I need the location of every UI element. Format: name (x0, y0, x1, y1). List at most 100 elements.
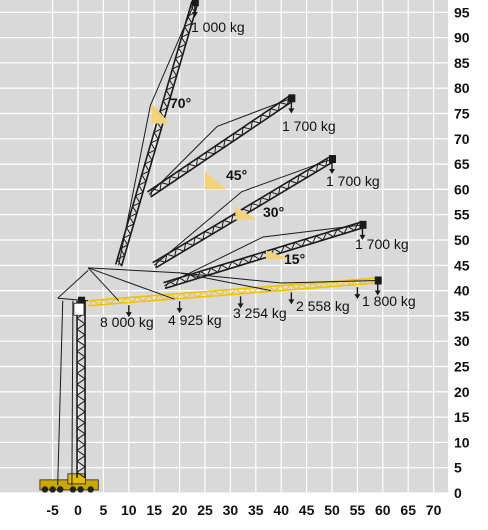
tip-load-label: 1 000 kg (191, 19, 245, 35)
main-jib-stay-2 (179, 272, 272, 292)
y-tick-label: 15 (454, 409, 470, 425)
counter-jib (57, 297, 89, 302)
carrier-wheel (57, 486, 64, 493)
x-tick-label: 70 (426, 502, 442, 518)
y-tick-label: 70 (454, 131, 470, 147)
carrier-wheel (87, 486, 94, 493)
jib-lacing (150, 96, 290, 198)
jib-chord-lower (146, 95, 291, 193)
y-tick-label: 10 (454, 434, 470, 450)
x-tick-label: 0 (74, 502, 82, 518)
y-tick-label: 45 (454, 257, 470, 273)
y-tick-label: 25 (454, 359, 470, 375)
jib-lacing (76, 301, 86, 479)
angle-marker (151, 103, 170, 124)
x-tick-label: 35 (248, 502, 264, 518)
hook-block (359, 234, 366, 240)
trolley-hook (354, 294, 361, 300)
jib-tip-head (374, 276, 382, 285)
hook-block (288, 108, 295, 114)
jib-tip-head (78, 296, 86, 305)
tip-load-label: 1 700 kg (282, 118, 336, 134)
jib-tip-head (329, 155, 336, 164)
y-tick-label: 85 (454, 55, 470, 71)
x-tick-label: 45 (299, 502, 315, 518)
tip-load-label: 1 700 kg (326, 173, 380, 189)
trolley-hook (237, 303, 244, 309)
tip-load-label: 1 700 kg (355, 236, 409, 252)
hook-block (191, 12, 198, 18)
stay-rope-right (71, 300, 74, 486)
main-jib-stay-3 (87, 267, 120, 302)
jib-tip-head (288, 94, 296, 103)
x-tick-label: 15 (146, 502, 162, 518)
angle-label: 45° (226, 167, 247, 183)
x-tick-label: 60 (375, 502, 391, 518)
radius-load-label: 2 558 kg (296, 298, 350, 314)
radius-load-label: 8 000 kg (100, 314, 154, 330)
counter-jib-stay (57, 269, 89, 299)
angle-markers (151, 103, 292, 260)
hook-block (329, 169, 335, 175)
jib-tip-head (359, 220, 367, 229)
y-tick-label: 40 (454, 283, 470, 299)
y-tick-label: 35 (454, 308, 470, 324)
carrier-wheel (69, 486, 77, 493)
angle-label: 30° (263, 204, 284, 220)
y-tick-label: 75 (454, 106, 470, 122)
jib-tie-rope (153, 158, 333, 266)
plot-background (0, 0, 448, 493)
y-tick-label: 5 (454, 460, 462, 476)
jib-chord-lower (152, 155, 331, 264)
main-jib-top-rope (88, 267, 378, 284)
y-tick-label: 90 (454, 30, 470, 46)
y-tick-label: 30 (454, 333, 470, 349)
tip-load-label: 1 800 kg (362, 293, 416, 309)
load-labels: 70° 45° 30° 15° 1 000 kg 1 700 kg 1 700 kg 1 70… (100, 19, 416, 330)
angle-label: 15° (284, 251, 305, 267)
jib-chord-lower (163, 221, 362, 284)
jib-tip-head (191, 0, 199, 7)
y-tick-label: 95 (454, 4, 470, 20)
crane-structure (39, 269, 99, 493)
y-tick-label: 65 (454, 156, 470, 172)
operator-cab (73, 302, 85, 316)
x-tick-label: 10 (121, 502, 137, 518)
x-tick-label: 20 (172, 502, 188, 518)
y-tick-label: 80 (454, 80, 470, 96)
hook-block (374, 290, 381, 296)
jib-luffed (146, 94, 296, 198)
jib-chord-upper (120, 2, 199, 267)
jib-tie-rope (118, 1, 196, 266)
jib-tie-rope (148, 97, 292, 195)
jib-chord-upper (165, 226, 364, 290)
angle-marker (235, 206, 258, 220)
radius-load-label: 3 254 kg (233, 305, 287, 321)
carrier-wheel (41, 486, 49, 493)
x-tick-label: 50 (324, 502, 340, 518)
angle-label: 70° (170, 95, 191, 111)
radius-load-label: 4 925 kg (168, 312, 222, 328)
trolley-hook (288, 299, 295, 305)
jib-configurations (87, 0, 382, 318)
x-tick-label: -5 (46, 502, 59, 518)
trolley-hook (125, 312, 132, 318)
tower-mast (76, 296, 86, 479)
main-jib-stay-1 (87, 267, 175, 300)
x-tick-label: 25 (197, 502, 213, 518)
x-tick-label: 30 (223, 502, 239, 518)
angle-marker (205, 171, 227, 190)
x-tick-label: 40 (273, 502, 289, 518)
x-tick-label: 55 (350, 502, 366, 518)
y-tick-label: 50 (454, 232, 470, 248)
y-tick-label: 0 (454, 485, 462, 501)
stay-rope-left (57, 300, 64, 486)
jib-tie-rope (164, 224, 363, 286)
y-tick-label: 20 (454, 384, 470, 400)
y-tick-label: 60 (454, 181, 470, 197)
trolley-hook (176, 308, 183, 314)
